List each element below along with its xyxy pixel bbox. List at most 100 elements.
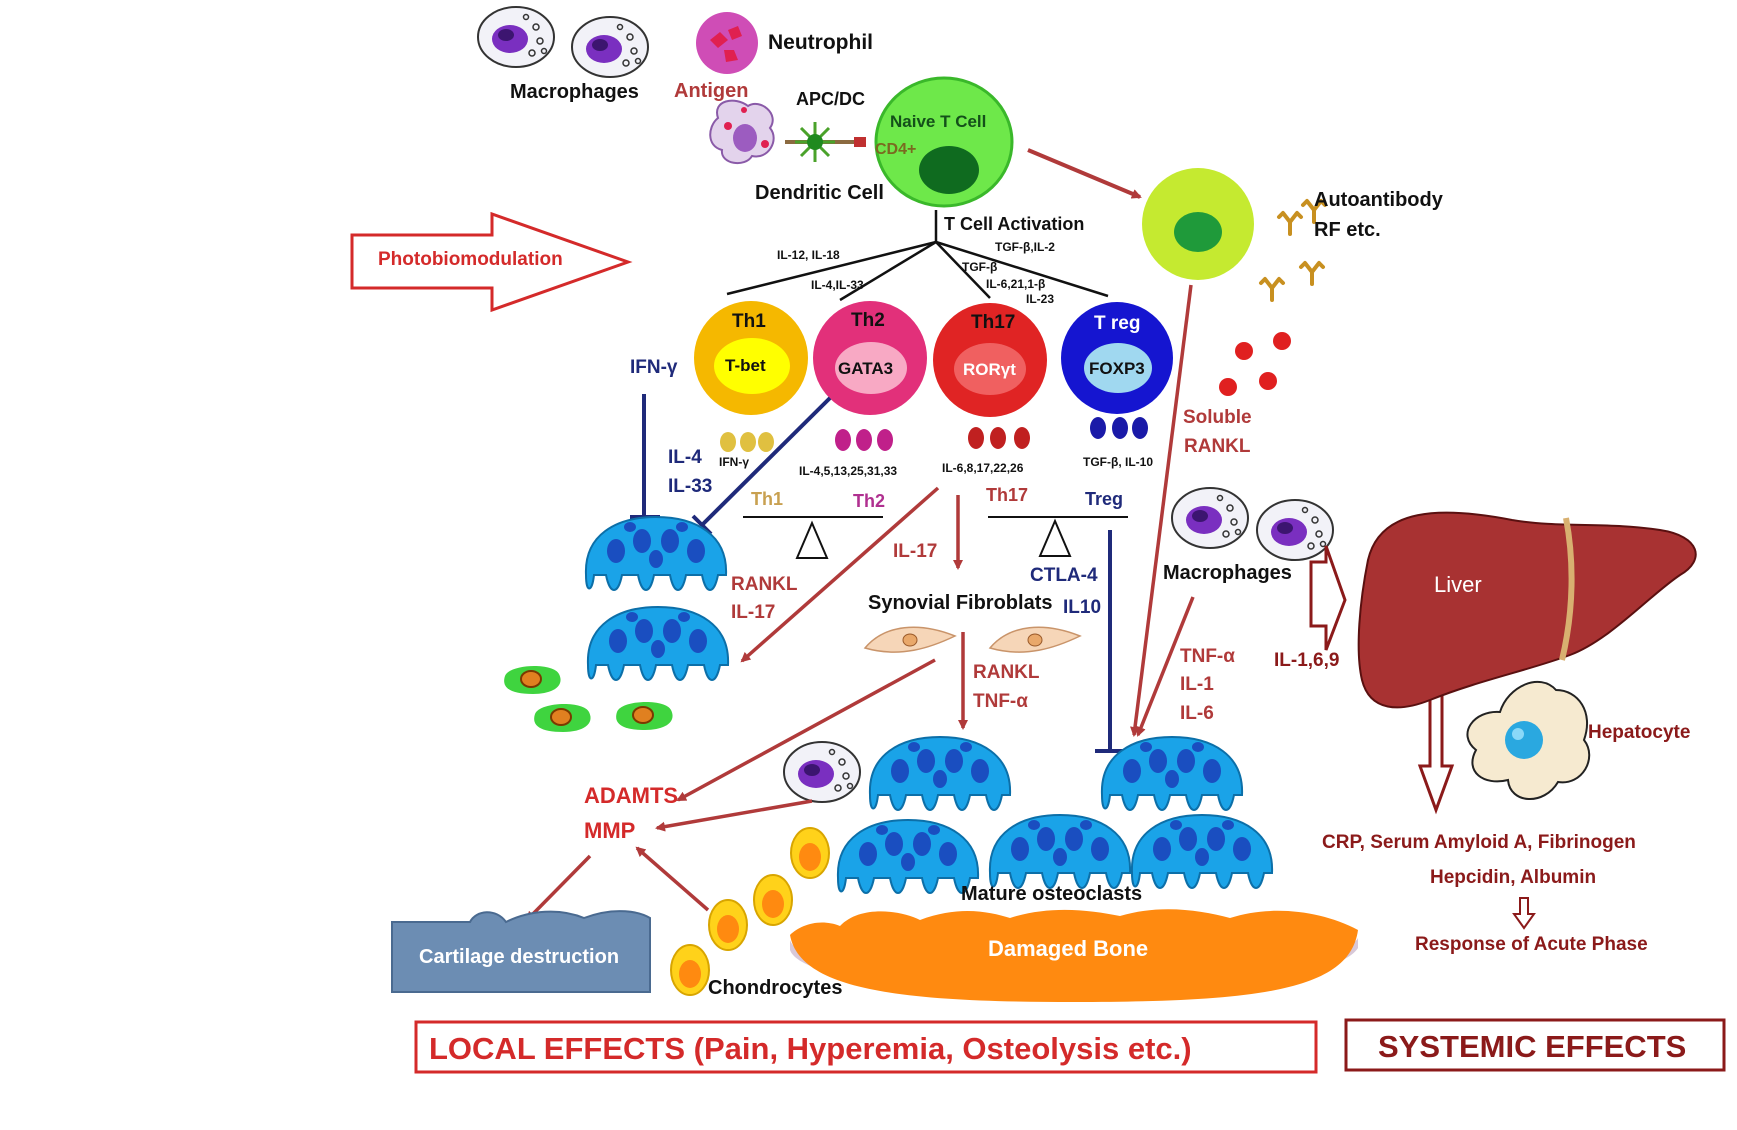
mmp-label: MMP — [584, 818, 636, 843]
photobiomodulation-label: Photobiomodulation — [378, 249, 563, 270]
il17-label: IL-17 — [893, 541, 938, 562]
cytokine-treg: TGF-β,IL-2 — [995, 240, 1055, 254]
soluble-label: Soluble — [1183, 407, 1252, 428]
mature-osteoclasts-label: Mature osteoclasts — [961, 883, 1143, 905]
acute-proteins-label: CRP, Serum Amyloid A, Fibrinogen — [1322, 832, 1636, 853]
green-cell-icon — [615, 700, 674, 731]
macrophage-icon — [1256, 499, 1334, 561]
th1-factor: T-bet — [725, 356, 766, 375]
osteoclast-icon — [836, 819, 980, 894]
th17-factor: RORγt — [963, 360, 1016, 379]
osteoclast-icon — [868, 736, 1012, 811]
photobiomodulation-arrow — [350, 211, 633, 313]
hollow-arrow-icon — [1512, 897, 1536, 930]
chondrocyte-icon — [670, 944, 710, 996]
il6-label: IL-6 — [1180, 703, 1214, 724]
cytokine-th17-b: IL-6,21,1-β — [986, 277, 1046, 291]
cartilage-shape — [391, 910, 651, 993]
macrophage-icon — [783, 741, 861, 803]
treg-factor: FOXP3 — [1089, 359, 1145, 378]
antibody-icon — [1277, 211, 1303, 236]
rf-label: RF etc. — [1314, 219, 1381, 241]
adamts-label: ADAMTS — [584, 783, 679, 808]
cytokine-th1: IL-12, IL-18 — [777, 248, 840, 262]
cartilage-destruction-label: Cartilage destruction — [419, 946, 620, 968]
naive-t-cell-label: Naive T Cell — [890, 112, 987, 131]
pathway-arrows — [525, 284, 1195, 922]
chondrocyte-icon — [708, 899, 748, 951]
hepcidin-label: Hepcidin, Albumin — [1430, 867, 1597, 888]
osteoclast-icon — [586, 606, 730, 681]
th2-factor: GATA3 — [838, 359, 894, 378]
il17-label-a: IL-17 — [731, 602, 776, 623]
cytokine-th2: IL-4,IL-33 — [811, 278, 864, 292]
il4-label: IL-4 — [668, 447, 702, 468]
ifng-label: IFN-γ — [630, 357, 678, 378]
antibody-icon — [1259, 277, 1285, 302]
dendritic-label: Dendritic Cell — [755, 182, 884, 204]
branch-lines — [726, 210, 1109, 302]
soluble-rankl-label: RANKL — [1184, 436, 1251, 457]
chondrocyte-icon — [753, 874, 793, 926]
rankl-label-b: RANKL — [973, 662, 1040, 683]
tnf-label-b: TNF-α — [973, 691, 1028, 712]
inhibition-lines — [630, 394, 1125, 753]
rankl-label-a: RANKL — [731, 574, 798, 595]
liver-label: Liver — [1434, 572, 1482, 597]
neutrophil-icon — [696, 12, 758, 74]
tnf-label-c: TNF-α — [1180, 646, 1235, 667]
dendritic-cell-icon — [709, 99, 866, 165]
ctla4-label: CTLA-4 — [1030, 565, 1098, 586]
t-cell-activation-label: T Cell Activation — [944, 214, 1085, 234]
hollow-arrow-icon — [1417, 690, 1455, 815]
treg-name: T reg — [1094, 313, 1141, 334]
th1-secretions — [720, 432, 774, 452]
th17-cell — [933, 303, 1047, 417]
macrophages-lower-label: Macrophages — [1163, 562, 1292, 584]
antibody-icon — [1299, 261, 1325, 286]
damaged-bone-label: Damaged Bone — [988, 936, 1149, 961]
green-cell-icon — [503, 664, 562, 695]
acute-phase-label: Response of Acute Phase — [1415, 934, 1648, 955]
systemic-effects-box — [1344, 1018, 1726, 1072]
cytokine-th17-a: TGF-β — [962, 260, 998, 274]
osteoclast-icon — [988, 814, 1132, 889]
balance-scale-icon — [743, 516, 883, 559]
osteoclast-icon — [1100, 736, 1244, 811]
th2-secretions — [835, 429, 893, 451]
balance-th17: Th17 — [986, 485, 1029, 505]
local-effects-box — [414, 1020, 1318, 1074]
green-cell-icon — [533, 702, 592, 733]
local-effects-label: LOCAL EFFECTS (Pain, Hyperemia, Osteolys… — [429, 1031, 1192, 1066]
damaged-bone — [790, 909, 1358, 1002]
fibroblast-icon — [989, 626, 1081, 653]
antigen-label: Antigen — [674, 80, 749, 102]
osteoclast-icon — [1130, 814, 1274, 889]
th17-name: Th17 — [971, 312, 1016, 333]
treg-secretion-label: TGF-β, IL-10 — [1083, 455, 1153, 469]
th17-secretions — [968, 427, 1030, 449]
hepatocyte-label: Hepatocyte — [1588, 722, 1691, 743]
systemic-effects-label: SYSTEMIC EFFECTS — [1378, 1029, 1687, 1064]
th1-cell — [694, 301, 808, 415]
il1-label: IL-1 — [1180, 674, 1214, 695]
macrophage-icon — [1171, 487, 1249, 549]
th17-secretion-label: IL-6,8,17,22,26 — [942, 461, 1024, 475]
hepatocyte-icon — [1466, 680, 1591, 800]
th2-cell — [813, 301, 927, 415]
neutrophil-label: Neutrophil — [768, 31, 873, 54]
th1-secretion-label: IFN-γ — [719, 455, 749, 469]
balance-scale-icon — [988, 516, 1128, 557]
arrow — [1027, 148, 1142, 199]
macrophage-icon — [477, 6, 555, 68]
soluble-rankl-dots — [1219, 332, 1291, 396]
th2-name: Th2 — [851, 310, 885, 331]
hollow-arrow-icon — [1309, 545, 1347, 651]
macrophage-icon — [571, 16, 649, 78]
synovial-fibroblasts-label: Synovial Fibroblats — [868, 592, 1053, 614]
th1-name: Th1 — [732, 311, 766, 332]
chondrocytes-label: Chondrocytes — [708, 977, 843, 999]
b-cell — [1142, 168, 1254, 280]
il169-label: IL-1,6,9 — [1274, 650, 1340, 671]
